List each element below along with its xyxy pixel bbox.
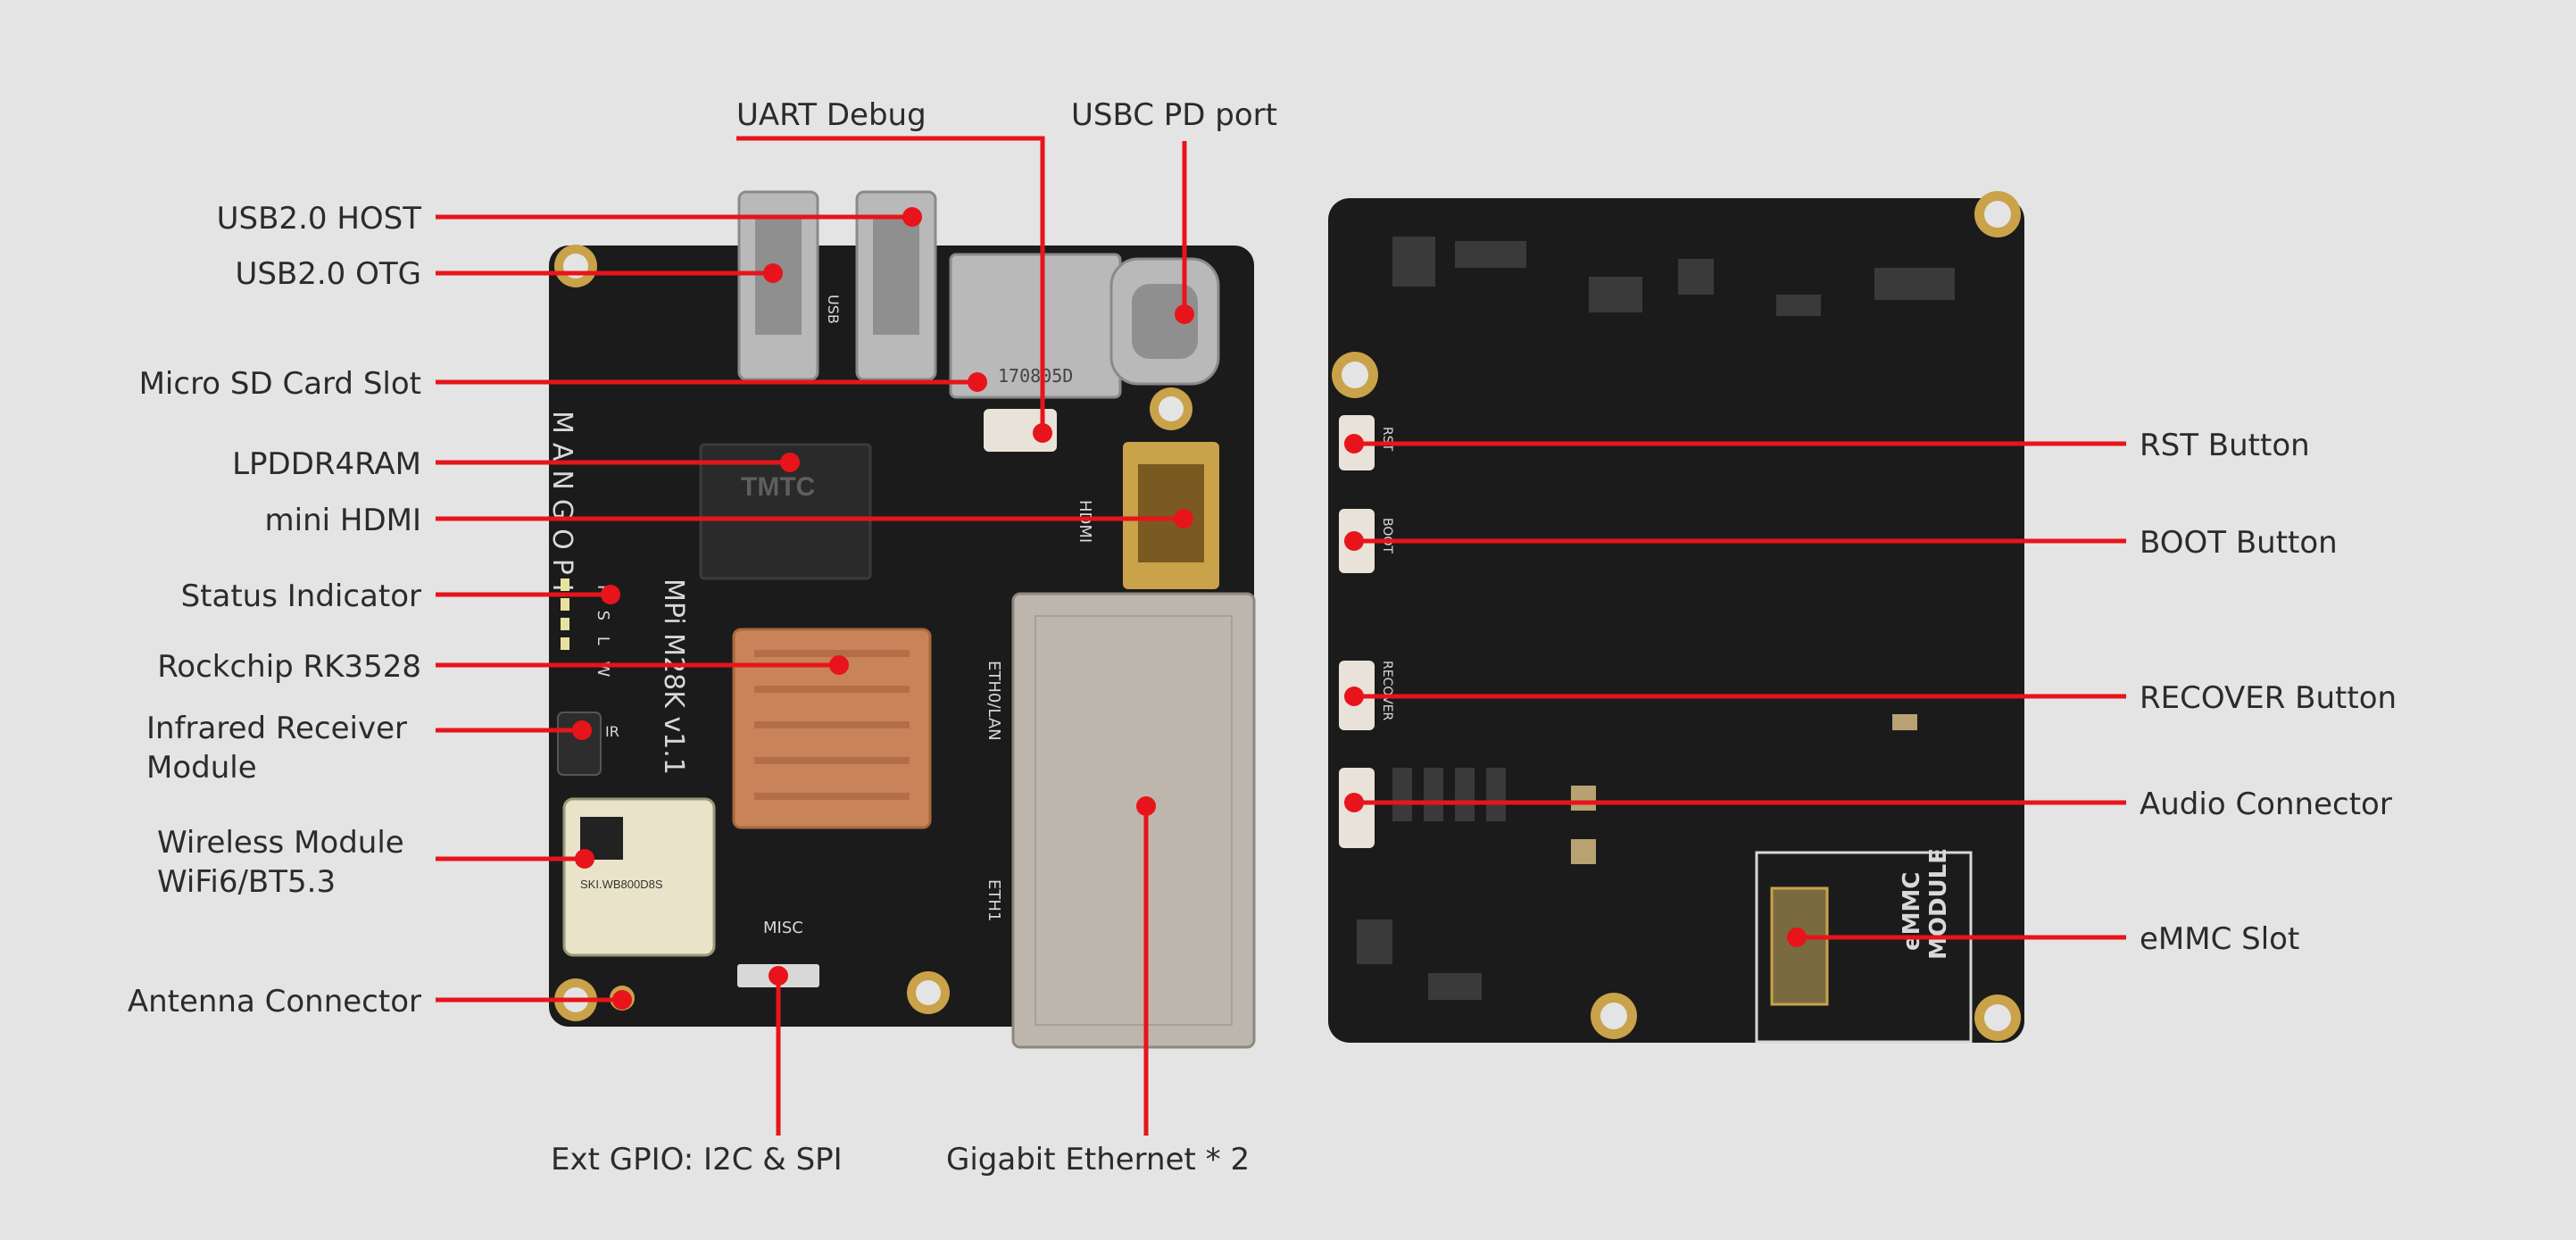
label-wireless-1: Wireless Module	[157, 825, 404, 861]
status-silk: P S L W	[594, 585, 612, 682]
status-led	[561, 618, 569, 630]
label-infrared-2: Module	[146, 750, 257, 786]
label-audio: Audio Connector	[2140, 786, 2392, 822]
front-board: USB 170805D HDMI TMTC MANGOPI MPi M28K v…	[546, 190, 1256, 1049]
boot-silk: BOOT	[1380, 518, 1394, 553]
uart-debug-leader	[736, 136, 1045, 433]
label-ext-gpio: Ext GPIO: I2C & SPI	[551, 1142, 843, 1178]
emmc-silk-2: MODULE	[1925, 848, 1952, 960]
label-infrared-1: Infrared Receiver	[146, 711, 407, 746]
misc-silk: MISC	[763, 919, 803, 937]
status-led	[561, 578, 569, 591]
label-uart-debug: UART Debug	[736, 97, 927, 133]
emmc-outline	[1755, 851, 1973, 1044]
eth1-silk: ETH1	[985, 879, 1003, 921]
usb-silk: USB	[825, 295, 842, 324]
ethernet-jack	[1011, 592, 1256, 1049]
label-rst: RST Button	[2140, 428, 2310, 463]
label-usbc-pd-port: USBC PD port	[1071, 97, 1277, 133]
model-silk: MPi M28K v1.1	[658, 578, 689, 775]
chip-logo: TMTC	[741, 472, 815, 502]
label-micro-sd: Micro SD Card Slot	[139, 366, 421, 402]
label-rockchip: Rockchip RK3528	[157, 649, 421, 685]
label-lpddr4: LPDDR4RAM	[232, 446, 421, 482]
label-emmc: eMMC Slot	[2140, 921, 2299, 957]
label-usb-host: USB2.0 HOST	[217, 201, 422, 237]
brand-silk: MANGOPI	[546, 411, 578, 601]
label-wireless-2: WiFi6/BT5.3	[157, 864, 336, 900]
back-board: RST BOOT RECOVER eMMC MODULE	[1328, 191, 2024, 1044]
label-status-indicator: Status Indicator	[181, 578, 421, 614]
back-pcb	[1328, 198, 2024, 1043]
rst-silk: RST	[1380, 427, 1394, 452]
hdmi-silk: HDMI	[1076, 500, 1094, 543]
recover-silk: RECOVER	[1380, 661, 1394, 721]
ir-silk: IR	[605, 723, 619, 740]
wifi-module-text: SKI.WB800D8S	[580, 878, 663, 891]
eth0-silk: ETH0/LAN	[985, 661, 1003, 741]
sd-code: 170805D	[998, 365, 1073, 387]
lpddr4-chip	[699, 443, 872, 580]
smd-passives	[1571, 714, 1917, 864]
status-led	[561, 598, 569, 611]
label-gigabit: Gigabit Ethernet * 2	[946, 1142, 1250, 1178]
label-boot: BOOT Button	[2140, 525, 2338, 561]
callout-labels: UART Debug USBC PD port USB2.0 HOST USB2…	[128, 97, 2397, 1178]
label-antenna: Antenna Connector	[128, 984, 421, 1019]
label-mini-hdmi: mini HDMI	[265, 503, 421, 538]
label-usb-otg: USB2.0 OTG	[235, 256, 421, 292]
status-led	[561, 637, 569, 650]
smd-components	[1357, 237, 1955, 1000]
leader-lines	[436, 136, 2126, 1136]
label-recover: RECOVER Button	[2140, 680, 2397, 716]
heatsink-fins	[754, 650, 910, 800]
